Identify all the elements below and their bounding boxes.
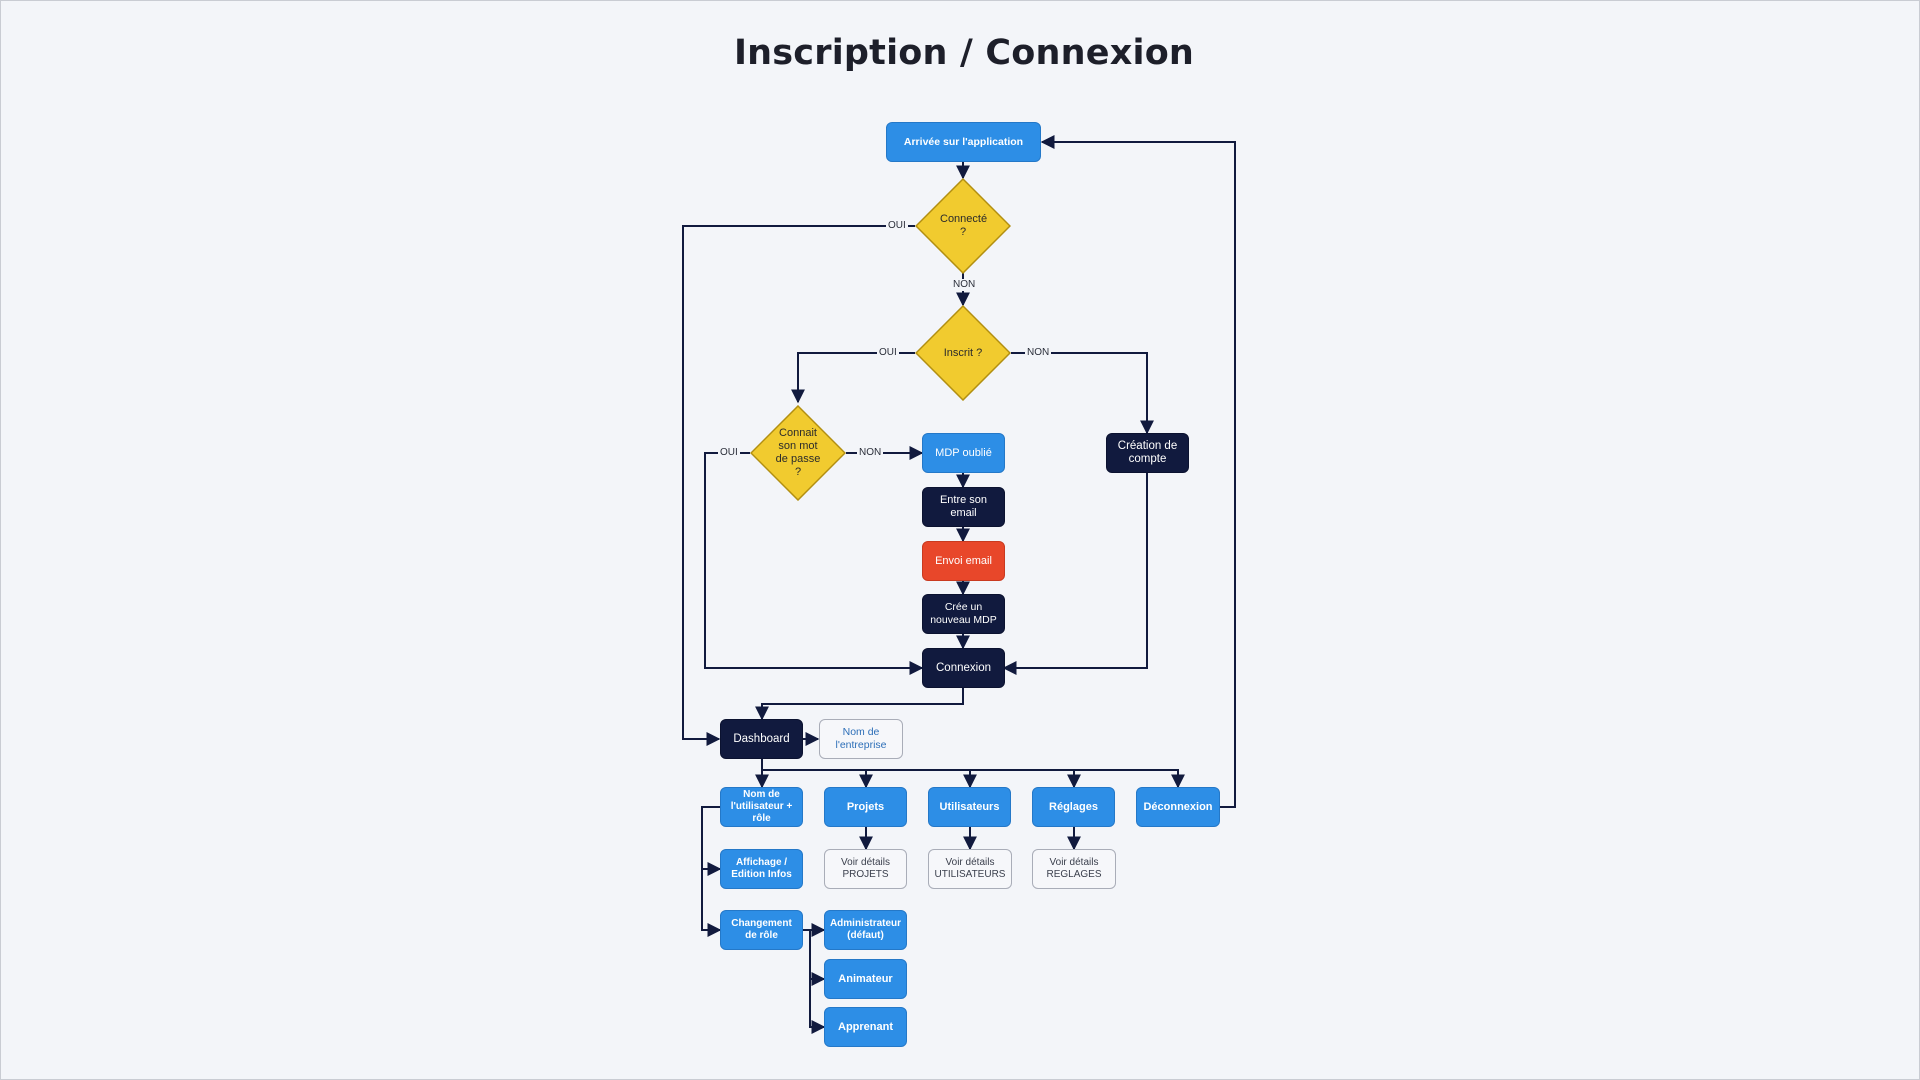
edge-dashboard-reglages (970, 769, 1081, 789)
diamond-shape (915, 178, 1011, 274)
edge-connecte-dashboard (682, 225, 915, 746)
label-non-connecte: NON (951, 279, 978, 291)
node-mdp-oublie[interactable]: MDP oublié (922, 433, 1005, 473)
decision-connait-label: Connait son mot de passe ? (775, 427, 821, 478)
decision-inscrit-label: Inscrit ? (943, 346, 983, 359)
decision-connecte[interactable]: Connecté ? (915, 178, 1011, 274)
node-affichage[interactable]: Affichage / Edition Infos (720, 849, 803, 889)
edge-changement-apprenant (809, 979, 826, 1034)
edge-nomutil-changement (701, 869, 722, 937)
edge-changement-animateur (809, 930, 826, 986)
decision-inscrit[interactable]: Inscrit ? (915, 305, 1011, 401)
node-nom-utilisateur[interactable]: Nom de l'utilisateur + rôle (720, 787, 803, 827)
node-arrivee[interactable]: Arrivée sur l'application (886, 122, 1041, 162)
node-envoi-email[interactable]: Envoi email (922, 541, 1005, 581)
edge-deconnexion-arrivee (1040, 135, 1236, 808)
edge-inscrit-creation (1011, 352, 1154, 435)
node-voir-utilisateurs[interactable]: Voir détails UTILISATEURS (928, 849, 1012, 889)
decision-connecte-label: Connecté ? (940, 213, 988, 238)
edge-creation-connexion (1002, 473, 1148, 675)
node-apprenant[interactable]: Apprenant (824, 1007, 907, 1047)
node-animateur[interactable]: Animateur (824, 959, 907, 999)
label-non-connait: NON (857, 447, 884, 459)
node-connexion[interactable]: Connexion (922, 648, 1005, 688)
node-entre-email[interactable]: Entre son email (922, 487, 1005, 527)
page-title: Inscription / Connexion (733, 33, 1195, 73)
node-voir-reglages[interactable]: Voir détails REGLAGES (1032, 849, 1116, 889)
edge-nomutil-affichage (701, 806, 722, 876)
edge-dashboard-utilisateurs (866, 769, 977, 789)
node-voir-projets[interactable]: Voir détails PROJETS (824, 849, 907, 889)
edge-inscrit-connait (791, 352, 915, 404)
label-non-inscrit: NON (1025, 347, 1052, 359)
diamond-shape (750, 405, 846, 501)
label-oui-connecte: OUI (886, 220, 908, 232)
node-creation-compte[interactable]: Création de compte (1106, 433, 1189, 473)
label-oui-connait: OUI (718, 447, 740, 459)
diamond-shape (915, 305, 1011, 401)
decision-connait-mdp[interactable]: Connait son mot de passe ? (750, 405, 846, 501)
edge-connexion-dashboard (755, 688, 964, 721)
node-cree-mdp[interactable]: Crée un nouveau MDP (922, 594, 1005, 634)
node-deconnexion[interactable]: Déconnexion (1136, 787, 1220, 827)
node-changement-role[interactable]: Changement de rôle (720, 910, 803, 950)
edge-dashboard-projets (762, 769, 873, 789)
node-projets[interactable]: Projets (824, 787, 907, 827)
node-administrateur[interactable]: Administrateur (défaut) (824, 910, 907, 950)
node-nom-entreprise[interactable]: Nom de l'entreprise (819, 719, 903, 759)
edge-dashboard-deconnexion (1074, 769, 1185, 789)
node-reglages[interactable]: Réglages (1032, 787, 1115, 827)
node-dashboard[interactable]: Dashboard (720, 719, 803, 759)
node-utilisateurs[interactable]: Utilisateurs (928, 787, 1011, 827)
label-oui-inscrit: OUI (877, 347, 899, 359)
